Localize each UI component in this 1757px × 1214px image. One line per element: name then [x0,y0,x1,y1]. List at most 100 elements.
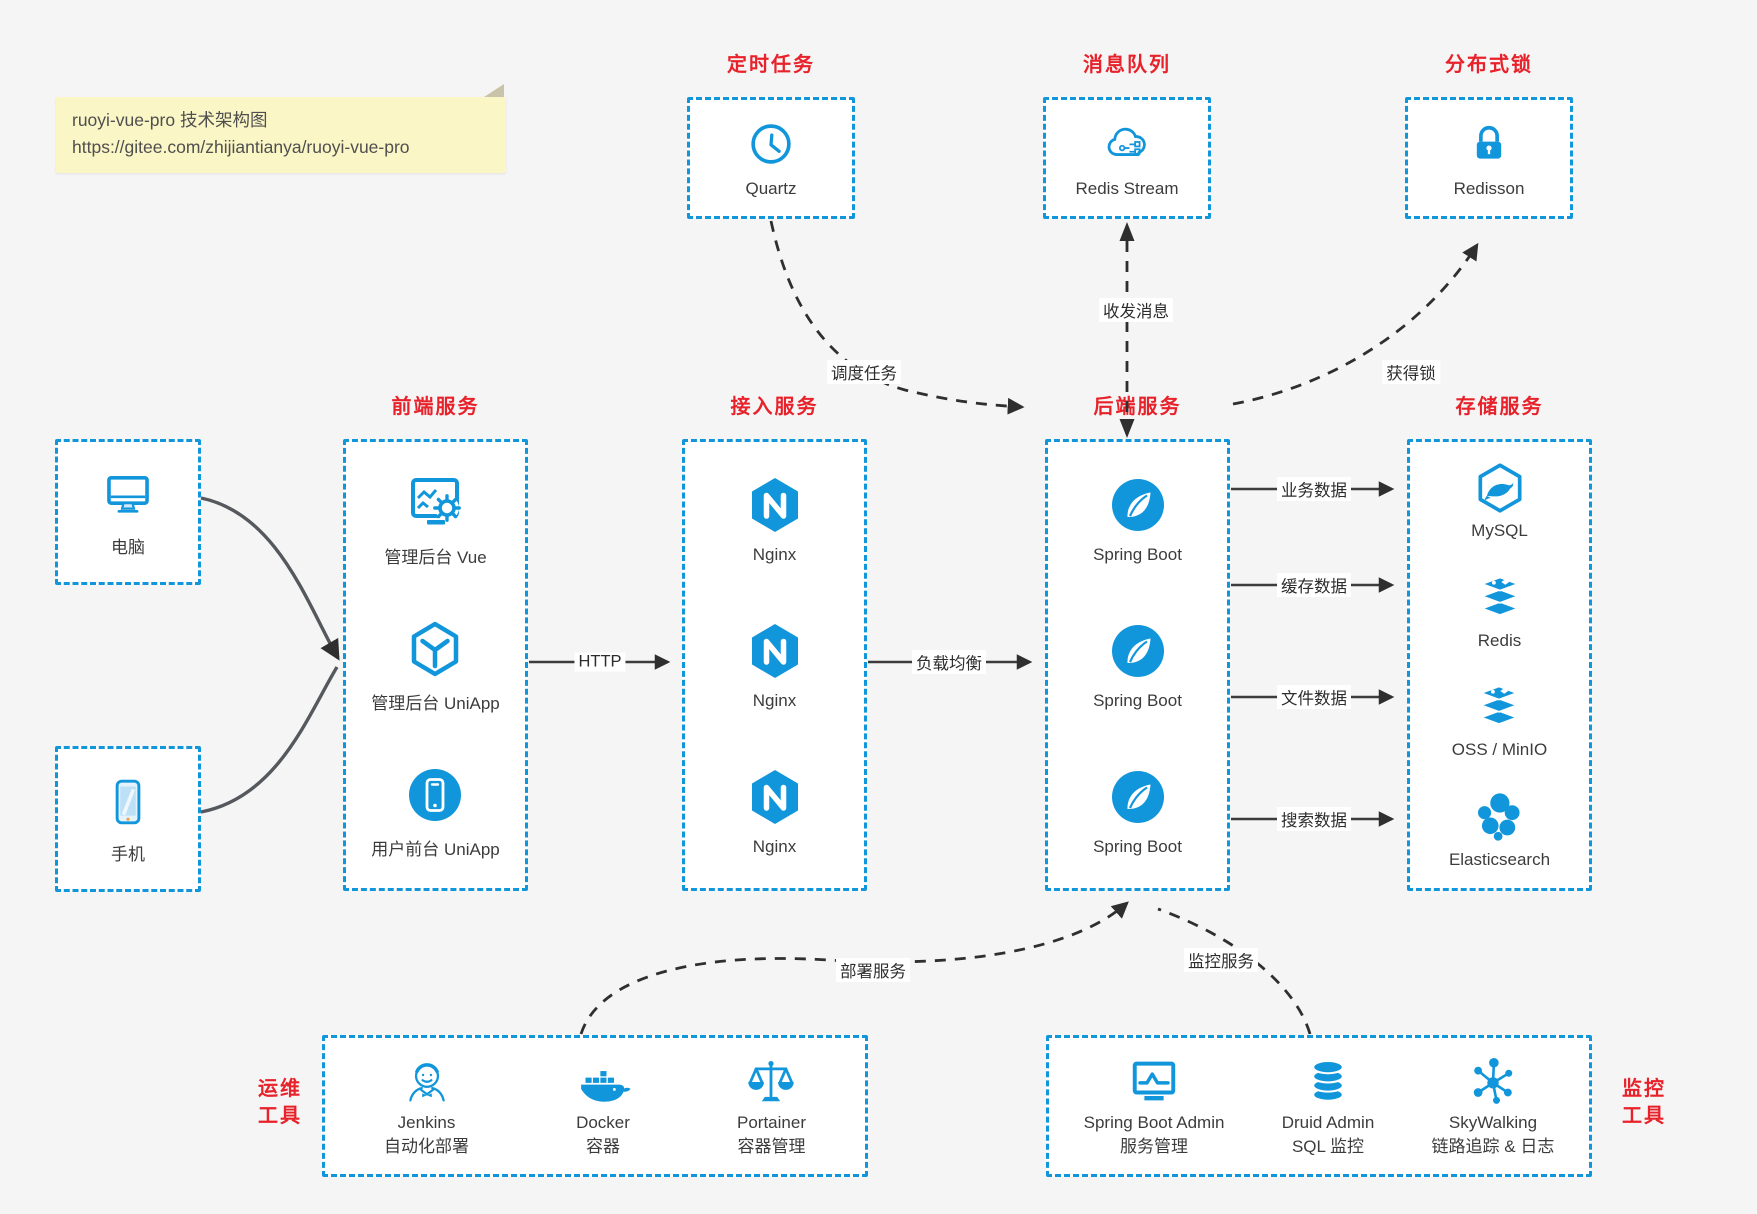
springboot-icon [1106,473,1170,537]
group-title-scheduled-tasks: 定时任务 [727,54,815,76]
ops-title-line2: 工具 [258,1105,302,1127]
edge-label-deploy: 部署服务 [836,958,910,982]
edge-label-business-data: 业务数据 [1277,477,1351,501]
tool-item-docker: Docker 容器 [575,1054,631,1158]
service-item-elasticsearch: Elasticsearch [1449,789,1550,870]
desktop-label: 电脑 [111,538,145,557]
mysql-label: MySQL [1471,521,1528,541]
springboot-label-3: Spring Boot [1093,837,1182,856]
elasticsearch-icon [1471,789,1527,845]
box-redis-stream: Redis Stream [1043,97,1211,219]
cloud-mq-icon [1101,118,1153,170]
group-title-ops-tools: 运维 工具 [242,1076,318,1130]
column-title-backend: 后端服务 [1093,396,1182,418]
service-item-springboot-3: Spring Boot [1093,765,1182,857]
service-item-mysql: MySQL [1471,460,1528,541]
group-title-distributed-lock: 分布式锁 [1445,54,1533,76]
oss-minio-label: OSS / MinIO [1451,740,1548,760]
admin-vue-label: 管理后台 Vue [384,547,487,567]
nginx-icon [743,619,807,683]
note-fold-corner [484,84,504,97]
springboot-admin-name: Spring Boot Admin [1083,1113,1225,1132]
phone-icon [99,773,157,831]
service-item-user-uniapp: 用户前台 UniApp [371,763,500,860]
arrow-phone-to-frontend [200,666,339,814]
note-url: https://gitee.com/zhijiantianya/ruoyi-vu… [72,137,410,157]
arrow-desktop-to-frontend [200,496,340,661]
tool-item-druid: Druid Admin SQL 监控 [1281,1054,1375,1158]
phone-label: 手机 [111,845,145,864]
edge-label-monitor: 监控服务 [1184,948,1258,972]
jenkins-desc: 自动化部署 [384,1137,469,1156]
service-item-admin-uniapp: 管理后台 UniApp [371,617,500,714]
springboot-icon [1106,765,1170,829]
oss-minio-icon [1471,679,1527,735]
tool-item-jenkins: Jenkins 自动化部署 [384,1054,469,1158]
jenkins-icon [399,1054,455,1110]
box-desktop-client: 电脑 [55,439,201,585]
edge-label-acquire-lock: 获得锁 [1382,360,1440,384]
box-monitor-tools: Spring Boot Admin 服务管理 Druid Admin SQL 监… [1046,1035,1592,1177]
redis-label: Redis [1477,630,1522,650]
nginx-icon [743,765,807,829]
redis-stream-label: Redis Stream [1075,178,1179,198]
note-title: ruoyi-vue-pro 技术架构图 [72,110,268,130]
arrowhead-messaging-up [1119,222,1135,241]
box-storage-services: MySQL Redis OSS / MinIO Elasticsearch [1407,439,1592,891]
edge-label-cache-data: 缓存数据 [1277,573,1351,597]
nginx-label-2: Nginx [752,691,797,710]
tool-item-portainer: Portainer 容器管理 [737,1054,806,1158]
box-quartz: Quartz [687,97,855,219]
service-item-redis: Redis [1472,570,1528,651]
edge-label-http: HTTP [574,652,626,672]
springboot-icon [1106,619,1170,683]
nginx-icon [743,473,807,537]
column-title-frontend: 前端服务 [391,396,480,418]
box-phone-client: 手机 [55,746,201,892]
group-title-message-queue: 消息队列 [1083,54,1171,76]
uniapp-cube-icon [403,617,467,681]
skywalking-name: SkyWalking [1448,1113,1538,1132]
monitor-title-line2: 工具 [1622,1105,1666,1127]
box-redisson: Redisson [1405,97,1573,219]
service-item-oss-minio: OSS / MinIO [1452,679,1547,760]
box-frontend-services: 管理后台 Vue 管理后台 UniApp 用户前台 UniApp [343,439,528,891]
user-app-icon [403,763,467,827]
arrowhead-messaging-down [1119,419,1135,438]
clock-icon [745,118,797,170]
docker-icon [575,1054,631,1110]
group-title-monitor-tools: 监控 工具 [1606,1076,1682,1130]
monitor-title-line1: 监控 [1622,1078,1666,1100]
service-item-nginx-3: Nginx [743,765,807,857]
druid-name: Druid Admin [1281,1113,1375,1132]
edge-label-load-balance: 负载均衡 [912,650,986,674]
ops-title-line1: 运维 [258,1078,302,1100]
portainer-icon [743,1054,799,1110]
tool-item-springboot-admin: Spring Boot Admin 服务管理 [1083,1054,1225,1158]
springboot-admin-desc: 服务管理 [1120,1137,1189,1156]
mysql-icon [1472,460,1528,516]
edge-label-search-data: 搜索数据 [1277,807,1351,831]
redis-stack-icon [1472,570,1528,626]
springboot-label-2: Spring Boot [1093,691,1182,710]
docker-desc: 容器 [586,1137,620,1156]
service-item-springboot-1: Spring Boot [1093,473,1182,565]
nginx-label-1: Nginx [752,545,797,564]
user-uniapp-label: 用户前台 UniApp [371,839,500,859]
admin-vue-icon [404,471,468,535]
desktop-icon [99,466,157,524]
edge-label-file-data: 文件数据 [1277,685,1351,709]
service-item-nginx-2: Nginx [743,619,807,711]
admin-uniapp-label: 管理后台 UniApp [371,693,500,713]
service-item-nginx-1: Nginx [743,473,807,565]
redisson-label: Redisson [1453,178,1525,198]
tool-item-skywalking: SkyWalking 链路追踪 & 日志 [1432,1054,1554,1158]
springboot-admin-icon [1126,1054,1182,1110]
column-title-storage: 存储服务 [1455,396,1544,418]
nginx-label-3: Nginx [752,837,797,856]
column-title-gateway: 接入服务 [730,396,819,418]
elasticsearch-label: Elasticsearch [1448,849,1551,869]
arrow-acquire-lock [1232,242,1479,406]
box-ops-tools: Jenkins 自动化部署 Docker 容器 Portainer 容器管理 [322,1035,868,1177]
